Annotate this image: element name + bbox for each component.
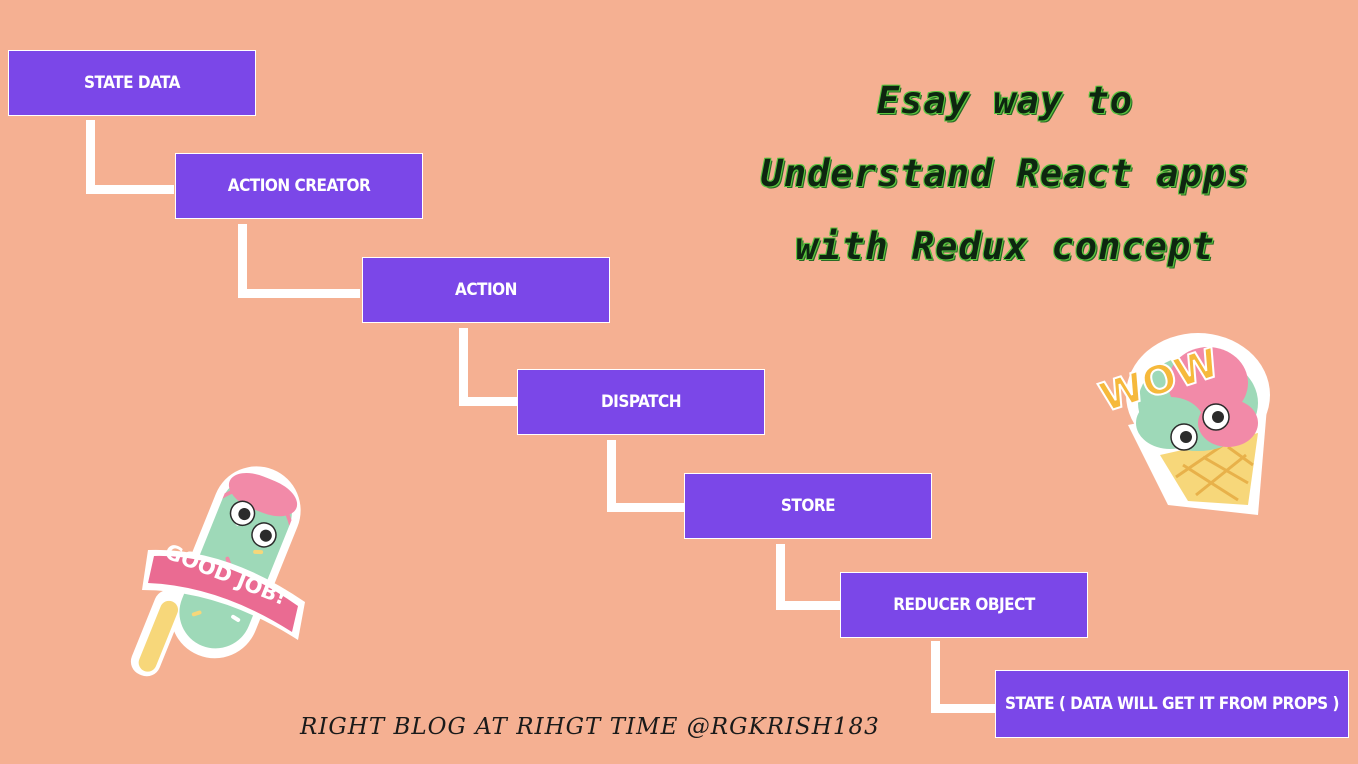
step-action-creator: ACTION CREATOR [175,153,423,219]
connector-5 [776,544,840,610]
step-label: DISPATCH [600,392,682,412]
step-store: STORE [684,473,932,539]
page-title: Esay way to Understand React apps with R… [705,64,1305,283]
connector-3 [459,328,517,406]
connector-1 [86,120,174,194]
connector-6 [931,641,996,713]
title-line-2: Understand React apps [760,152,1250,195]
step-state-data: STATE DATA [8,50,256,116]
footer-credit: RIGHT BLOG AT RIHGT TIME @RGKRISH183 [300,714,880,740]
step-label: REDUCER OBJECT [893,595,1035,615]
step-reducer-object: REDUCER OBJECT [840,572,1088,638]
title-line-3: with Redux concept [795,225,1215,268]
step-label: ACTION CREATOR [227,176,371,196]
title-line-1: Esay way to [876,79,1134,122]
step-action: ACTION [362,257,610,323]
step-label: ACTION [455,280,517,300]
connector-2 [238,224,360,298]
good-job-popsicle-sticker: GOOD JOB! [130,466,305,677]
step-state-from-props: STATE ( DATA WILL GET IT FROM PROPS ) [995,670,1349,738]
step-label: STORE [780,496,836,516]
step-label: STATE DATA [83,73,181,93]
wow-icecream-sticker: WOW [1093,333,1270,515]
step-dispatch: DISPATCH [517,369,765,435]
step-label: STATE ( DATA WILL GET IT FROM PROPS ) [1004,694,1340,714]
connector-4 [607,440,685,512]
